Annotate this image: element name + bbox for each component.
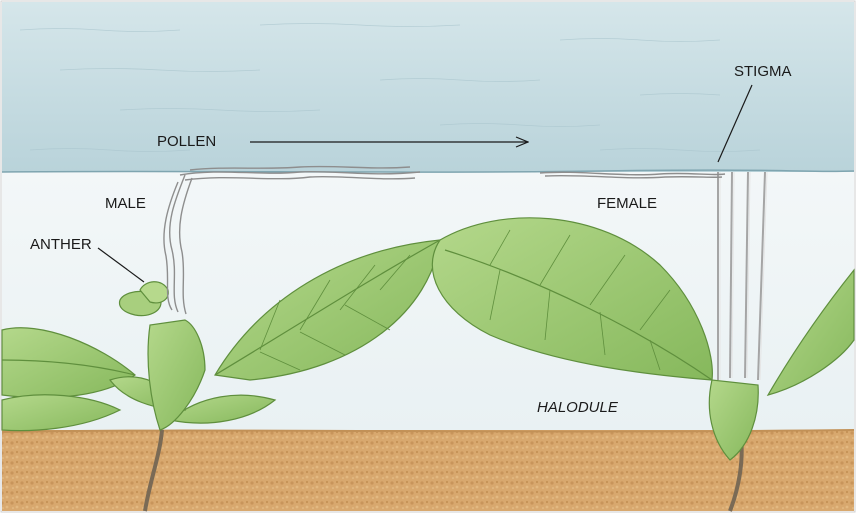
- label-male: MALE: [105, 196, 146, 211]
- label-anther: ANTHER: [30, 237, 92, 252]
- label-stigma: STIGMA: [734, 64, 792, 79]
- label-pollen: POLLEN: [157, 134, 216, 149]
- label-female: FEMALE: [597, 196, 657, 211]
- label-halodule: HALODULE: [537, 400, 618, 415]
- water-surface: [2, 2, 854, 172]
